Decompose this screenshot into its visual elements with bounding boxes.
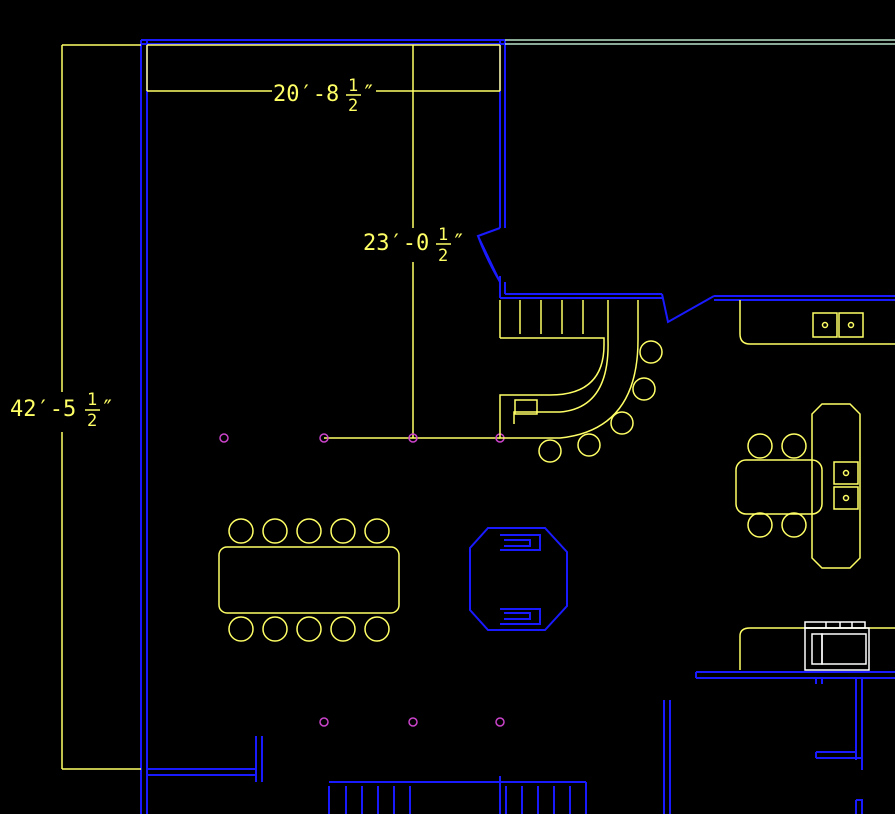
- depth-dim-line: [324, 45, 500, 439]
- chair: [262, 518, 288, 544]
- dimension-lines: [61, 44, 501, 770]
- dim-overall-length: 42′-5 1 2 ″: [10, 390, 114, 431]
- dim-overall-unit: ″: [101, 397, 114, 422]
- south-counter: [739, 627, 895, 670]
- dim-width-whole: 20′-8: [273, 82, 339, 107]
- chair: [262, 616, 288, 642]
- bar-stool: [577, 433, 601, 457]
- column-marker: [408, 433, 418, 443]
- bar-stool: [610, 411, 634, 435]
- column-marker: [219, 433, 229, 443]
- bar-counter: [499, 300, 663, 463]
- chair: [296, 616, 322, 642]
- dim-depth-den: 2: [438, 246, 448, 266]
- dim-depth-whole: 23′-0: [363, 231, 429, 256]
- width-dim-box: [146, 44, 501, 92]
- dim-room-depth: 23′-0 1 2 ″: [363, 225, 465, 266]
- bar-stool: [538, 439, 562, 463]
- island-post: [815, 678, 823, 684]
- fireplace: [469, 527, 568, 631]
- walls: [140, 39, 895, 814]
- dim-depth-unit: ″: [452, 231, 465, 256]
- bar-stool: [639, 340, 663, 364]
- pantry-wall: [815, 678, 863, 770]
- chair: [228, 616, 254, 642]
- door-swing-kitchen: [661, 293, 895, 324]
- south-west-wall: [147, 736, 263, 782]
- chair: [364, 518, 390, 544]
- west-wall: [140, 40, 148, 814]
- east-wall-lower: [499, 276, 506, 298]
- dim-depth-num: 1: [438, 225, 448, 245]
- kitchen-island: [811, 403, 861, 569]
- chair: [781, 433, 807, 459]
- range: [804, 621, 870, 671]
- dim-width-top: 20′-8 1 2 ″: [273, 76, 375, 116]
- pantry-south: [855, 799, 863, 814]
- kitchen-counter: [739, 300, 895, 345]
- column-markers: [219, 433, 505, 727]
- column-marker: [319, 717, 329, 727]
- dim-overall-den: 2: [87, 411, 97, 431]
- island-sink: [833, 461, 859, 485]
- chair: [228, 518, 254, 544]
- kitchen-north-wall: [500, 293, 662, 299]
- column-marker: [495, 717, 505, 727]
- north-wall: [141, 39, 505, 45]
- cooktop: [812, 312, 838, 338]
- chair: [330, 616, 356, 642]
- cooktop: [838, 312, 864, 338]
- dining-table: [218, 546, 400, 614]
- dim-overall-whole: 42′-5: [10, 397, 76, 422]
- bar-sink: [514, 399, 538, 415]
- dim-width-den: 2: [348, 96, 358, 116]
- stair-wall: [328, 781, 587, 814]
- chair: [296, 518, 322, 544]
- kitchen-island-set: [735, 403, 861, 569]
- chair: [747, 512, 773, 538]
- column-marker: [319, 433, 329, 443]
- island-sink: [833, 486, 859, 510]
- chair: [364, 616, 390, 642]
- chair: [747, 433, 773, 459]
- door-swing: [476, 227, 501, 283]
- stairs: [345, 776, 571, 814]
- kitchen-south-wall: [695, 671, 895, 679]
- dim-overall-num: 1: [87, 390, 97, 410]
- deck-edge: [505, 39, 895, 45]
- chair: [330, 518, 356, 544]
- kitchen-table: [735, 459, 823, 515]
- overall-dim-line: [61, 44, 141, 770]
- column-marker: [408, 717, 418, 727]
- chair: [781, 512, 807, 538]
- bar-stool: [632, 377, 656, 401]
- dining-table-set: [218, 518, 400, 642]
- dim-width-num: 1: [348, 76, 358, 96]
- east-partition: [663, 700, 671, 814]
- dim-width-unit: ″: [362, 82, 375, 107]
